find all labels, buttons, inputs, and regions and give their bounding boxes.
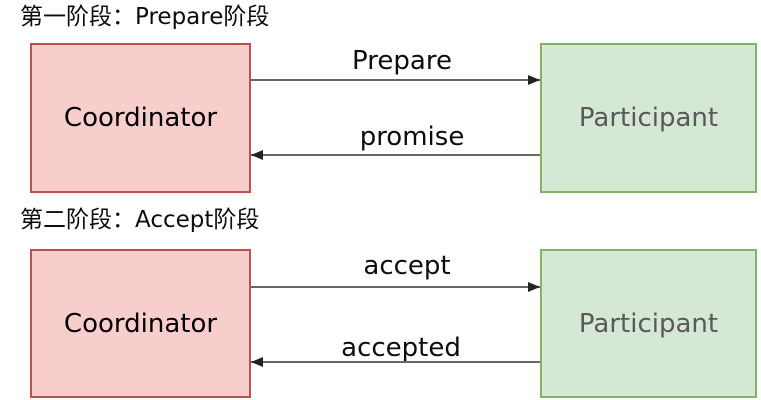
phase1-coordinator-box: Coordinator	[30, 43, 251, 193]
phase2-coordinator-box: Coordinator	[30, 249, 251, 398]
phase1-title: 第一阶段：Prepare阶段	[20, 4, 270, 30]
phase1-forward-message-label: Prepare	[352, 46, 452, 76]
phase1-reply-arrow	[251, 154, 540, 156]
phase2-participant-box: Participant	[540, 249, 757, 398]
phase2-reply-message-label: accepted	[341, 333, 461, 363]
phase2-title: 第二阶段：Accept阶段	[20, 207, 260, 233]
phase2-forward-arrow	[251, 286, 540, 288]
phase1-forward-arrow	[251, 79, 540, 81]
phase1-coordinator-label: Coordinator	[63, 103, 218, 133]
phase2-participant-label: Participant	[578, 308, 719, 339]
phase2-forward-message-label: accept	[363, 251, 451, 281]
phase2-coordinator-label: Coordinator	[63, 308, 218, 339]
phase1-reply-message-label: promise	[359, 122, 465, 152]
phase1-participant-box: Participant	[540, 43, 757, 193]
phase2-reply-arrow	[251, 361, 540, 363]
phase1-participant-label: Participant	[578, 103, 719, 133]
